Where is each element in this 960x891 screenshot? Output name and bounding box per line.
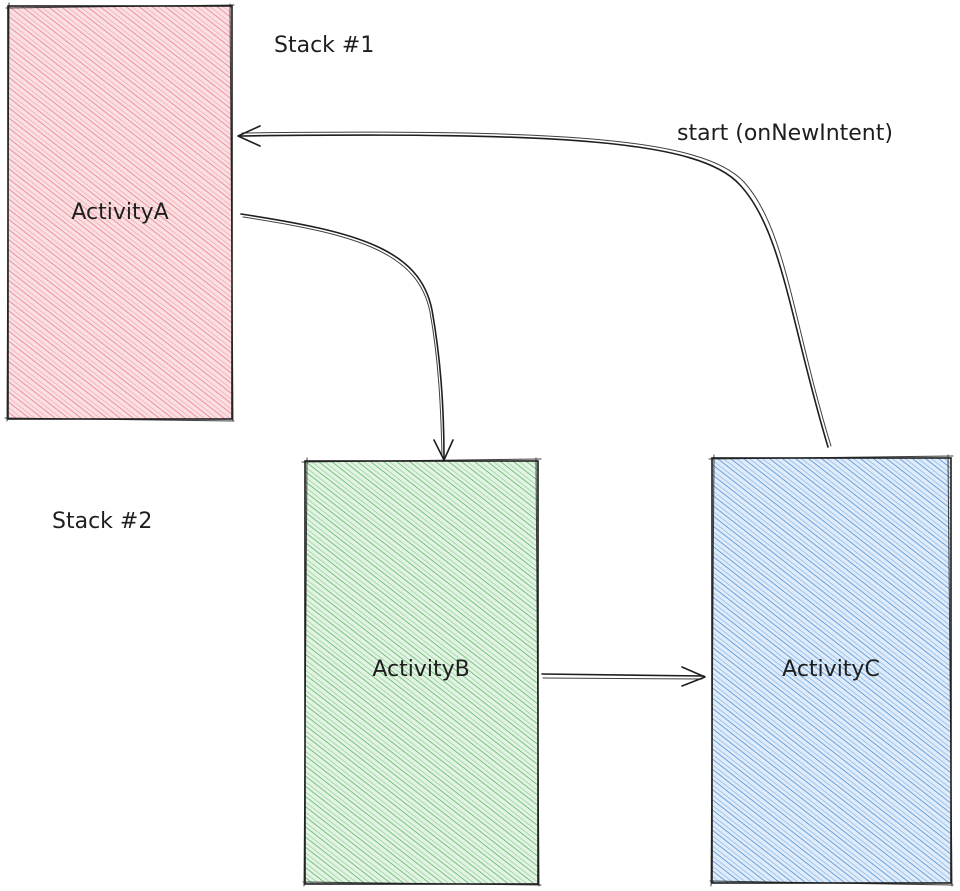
stack-1-label: Stack #1 <box>274 33 374 58</box>
edge-c-to-a-line <box>239 134 829 448</box>
activity-c-label: ActivityC <box>782 657 880 682</box>
activity-a-label: ActivityA <box>71 200 168 225</box>
activity-a-sketch-border <box>4 2 235 422</box>
edge-b-to-c <box>541 666 706 687</box>
edge-b-to-c-arrowhead <box>681 666 706 687</box>
activity-c-sketch-border <box>708 454 954 887</box>
activity-b-fill <box>305 461 538 884</box>
edge-c-to-a-sketch <box>241 131 832 447</box>
activity-b-node: ActivityB <box>301 457 542 887</box>
activity-b-label: ActivityB <box>372 657 469 682</box>
edge-a-to-b <box>240 213 454 461</box>
activity-b-sketch-border <box>301 457 542 887</box>
edge-c-to-a: start (onNewIntent) <box>237 121 893 448</box>
edge-a-to-b-arrowhead <box>433 439 454 461</box>
edge-a-to-b-line <box>240 213 445 459</box>
activity-c-node: ActivityC <box>708 454 954 887</box>
edge-a-to-b-sketch <box>242 216 443 457</box>
activity-c-fill <box>712 458 951 883</box>
edge-c-to-a-label: start (onNewIntent) <box>677 121 893 146</box>
edge-b-to-c-line <box>541 673 705 677</box>
edge-c-to-a-arrowhead <box>237 125 261 147</box>
activity-a-node: ActivityA <box>4 2 235 422</box>
edge-b-to-c-sketch <box>542 677 703 680</box>
activity-a-fill <box>8 6 232 419</box>
stack-2-label: Stack #2 <box>52 509 152 534</box>
